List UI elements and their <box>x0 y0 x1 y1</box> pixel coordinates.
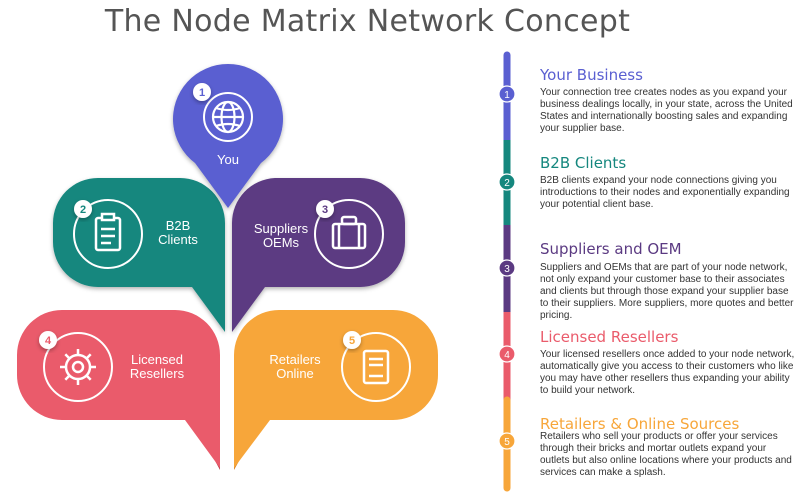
step-5-title: Retailers & Online Sources <box>540 415 740 433</box>
node-5-badge <box>343 331 361 349</box>
briefcase-icon <box>331 215 367 250</box>
timeline-marker-4-number: 4 <box>504 350 510 361</box>
node-2-shape <box>53 178 225 332</box>
node-1-number: 1 <box>199 87 205 99</box>
node-2-label-line1: B2B <box>166 218 191 233</box>
node-5-number: 5 <box>349 335 355 347</box>
step-3-title: Suppliers and OEM <box>540 240 682 258</box>
node-suppliers-oems: 3 Suppliers OEMs <box>231 178 405 332</box>
node-3-label-line1: Suppliers <box>254 221 309 236</box>
node-retailers-online: 5 Retailers Online <box>234 310 438 470</box>
node-4-label-line2: Resellers <box>130 366 185 381</box>
node-4-badge <box>39 331 57 349</box>
timeline-marker-2 <box>498 173 516 191</box>
book-icon <box>362 349 390 385</box>
step-3-description: Suppliers and OEMs that are part of your… <box>540 262 794 321</box>
timeline-marker-1-number: 1 <box>504 90 510 101</box>
node-you: 1 You <box>173 63 283 208</box>
globe-icon <box>211 100 245 134</box>
step-5-description: Retailers who sell your products or offe… <box>540 431 792 478</box>
node-2-number: 2 <box>80 204 86 216</box>
node-3-label-line2: OEMs <box>263 235 300 250</box>
node-4-shape <box>17 310 220 468</box>
timeline-marker-4 <box>498 345 516 363</box>
node-2-label-line2: Clients <box>158 232 198 247</box>
gear-icon <box>60 349 96 385</box>
step-2-title: B2B Clients <box>540 154 627 172</box>
node-5-label-line1: Retailers <box>269 352 321 367</box>
timeline-marker-3-number: 3 <box>504 264 510 275</box>
step-4-description: Your licensed resellers once added to yo… <box>540 349 795 396</box>
node-5-shape <box>234 310 438 468</box>
node-1-label: You <box>217 152 239 167</box>
timeline-marker-5 <box>498 432 516 450</box>
node-3-number: 3 <box>322 204 328 216</box>
node-3-badge <box>316 200 334 218</box>
node-5-icon-ring <box>341 332 411 402</box>
timeline-marker-1 <box>498 85 516 103</box>
node-3-icon-ring <box>314 199 384 269</box>
node-4-label-line1: Licensed <box>131 352 183 367</box>
timeline-marker-3 <box>498 259 516 277</box>
step-1-description: Your connection tree creates nodes as yo… <box>540 87 793 134</box>
clipboard-icon <box>94 212 122 252</box>
node-5-label-line2: Online <box>276 366 314 381</box>
node-1-badge <box>193 83 211 101</box>
step-2-description: B2B clients expand your node connections… <box>540 175 790 210</box>
node-3-shape <box>231 178 405 332</box>
node-1-icon-ring <box>203 92 253 142</box>
node-4-number: 4 <box>45 335 52 347</box>
step-4-title: Licensed Resellers <box>540 328 679 346</box>
page-title: The Node Matrix Network Concept <box>104 4 631 39</box>
step-1-title: Your Business <box>540 66 643 84</box>
node-2-badge <box>74 200 92 218</box>
timeline-marker-5-number: 5 <box>504 437 510 448</box>
node-licensed-resellers: 4 Licensed Resellers <box>17 310 220 470</box>
node-4-icon-ring <box>43 332 113 402</box>
node-b2b-clients: 2 B2B Clients <box>53 178 225 332</box>
timeline-markers: 1 2 3 4 5 <box>498 85 516 450</box>
timeline-marker-2-number: 2 <box>504 178 510 189</box>
node-2-icon-ring <box>73 199 143 269</box>
